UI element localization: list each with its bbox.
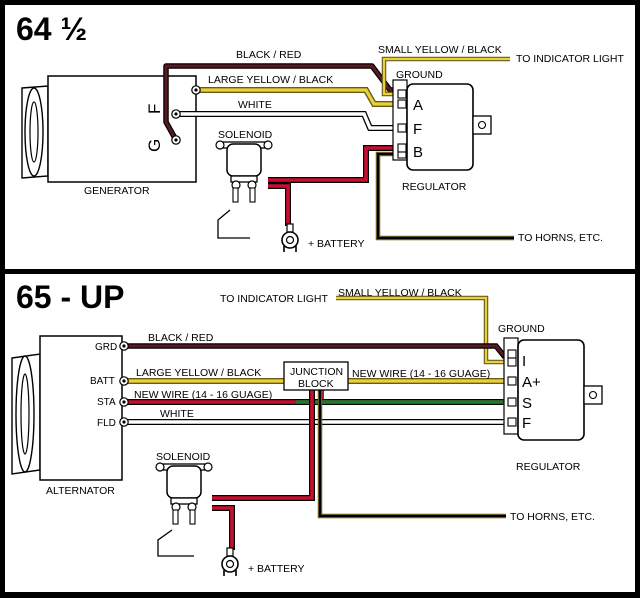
top-solenoid-ground-lead bbox=[217, 209, 250, 239]
bottom-reg-terminal-f: F bbox=[522, 415, 531, 432]
bottom-reg-terminal-i: I bbox=[522, 353, 526, 370]
junction-label-line1: JUNCTION bbox=[290, 366, 343, 378]
top-label-ground: GROUND bbox=[396, 69, 443, 81]
alt-bolt-grd bbox=[119, 341, 129, 351]
bottom-label-alternator: ALTERNATOR bbox=[46, 485, 115, 497]
bottom-reg-terminal-s: S bbox=[522, 395, 532, 412]
bottom-wire-to-horns bbox=[317, 390, 506, 519]
bottom-regulator bbox=[503, 337, 603, 441]
top-label-large-yellow-black: LARGE YELLOW / BLACK bbox=[208, 74, 333, 86]
bottom-label-ground: GROUND bbox=[498, 323, 545, 335]
bottom-wire-small-yellow bbox=[336, 295, 512, 365]
top-label-small-yellow-black: SMALL YELLOW / BLACK bbox=[378, 44, 502, 56]
bottom-label-solenoid: SOLENOID bbox=[156, 451, 211, 463]
top-wire-to-horns bbox=[375, 151, 514, 241]
bottom-label-new-wire-right: NEW WIRE (14 - 16 GUAGE) bbox=[352, 368, 490, 380]
bottom-label-small-yellow-black: SMALL YELLOW / BLACK bbox=[338, 287, 462, 299]
bottom-title: 65 - UP bbox=[16, 279, 124, 315]
top-title: 64 ½ bbox=[16, 11, 87, 47]
bottom-solenoid-ground-lead bbox=[157, 529, 194, 557]
generator-bolt-g bbox=[171, 135, 181, 145]
bottom-label-regulator: REGULATOR bbox=[516, 461, 581, 473]
top-wire-red bbox=[268, 145, 403, 226]
alt-terminal-grd: GRD bbox=[95, 342, 117, 353]
bottom-wire-red-battery bbox=[212, 390, 315, 550]
bottom-label-new-wire-left: NEW WIRE (14 - 16 GUAGE) bbox=[134, 389, 272, 401]
generator-bolt-f bbox=[171, 109, 181, 119]
alt-terminal-sta: STA bbox=[97, 397, 116, 408]
top-label-to-indicator-light: TO INDICATOR LIGHT bbox=[516, 53, 625, 65]
alt-bolt-fld bbox=[119, 417, 129, 427]
top-wire-large-yellow bbox=[196, 87, 403, 107]
alt-bolt-batt bbox=[119, 376, 129, 386]
top-wire-black-red bbox=[163, 63, 403, 142]
bottom-label-white: WHITE bbox=[160, 408, 194, 420]
top-label-to-horns: TO HORNS, ETC. bbox=[518, 232, 603, 244]
top-label-generator: GENERATOR bbox=[84, 185, 150, 197]
bottom-label-large-yellow-black: LARGE YELLOW / BLACK bbox=[136, 367, 261, 379]
alternator bbox=[11, 335, 123, 481]
bottom-label-black-red: BLACK / RED bbox=[148, 332, 214, 344]
junction-block bbox=[283, 361, 349, 391]
top-wire-white bbox=[176, 111, 403, 131]
bottom-label-to-horns: TO HORNS, ETC. bbox=[510, 511, 595, 523]
bottom-label-battery: + BATTERY bbox=[248, 563, 305, 575]
top-reg-terminal-a: A bbox=[413, 97, 423, 114]
top-reg-terminal-f: F bbox=[413, 121, 422, 138]
top-label-regulator: REGULATOR bbox=[402, 181, 467, 193]
generator-terminal-f: F bbox=[145, 104, 164, 114]
bottom-reg-terminal-a-plus: A+ bbox=[522, 374, 541, 391]
top-label-white: WHITE bbox=[238, 99, 272, 111]
top-regulator bbox=[392, 79, 492, 171]
alt-terminal-fld: FLD bbox=[97, 418, 116, 429]
bottom-label-to-indicator-light: TO INDICATOR LIGHT bbox=[220, 293, 329, 305]
generator bbox=[21, 75, 197, 183]
top-label-solenoid: SOLENOID bbox=[218, 129, 273, 141]
top-label-black-red: BLACK / RED bbox=[236, 49, 302, 61]
top-label-battery: + BATTERY bbox=[308, 238, 365, 250]
junction-label-line2: BLOCK bbox=[298, 378, 334, 390]
generator-terminal-g: G bbox=[145, 139, 164, 152]
alt-bolt-sta bbox=[119, 397, 129, 407]
generator-bolt-a bbox=[191, 85, 201, 95]
top-reg-terminal-b: B bbox=[413, 144, 423, 161]
alt-terminal-batt: BATT bbox=[90, 376, 115, 387]
